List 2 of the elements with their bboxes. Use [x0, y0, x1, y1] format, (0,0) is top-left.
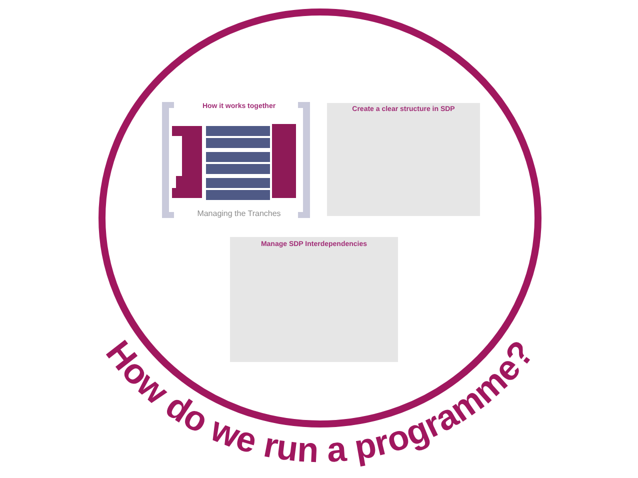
slide-thumbnail [327, 103, 480, 216]
slide-footer: Managing the Tranches [160, 209, 318, 218]
